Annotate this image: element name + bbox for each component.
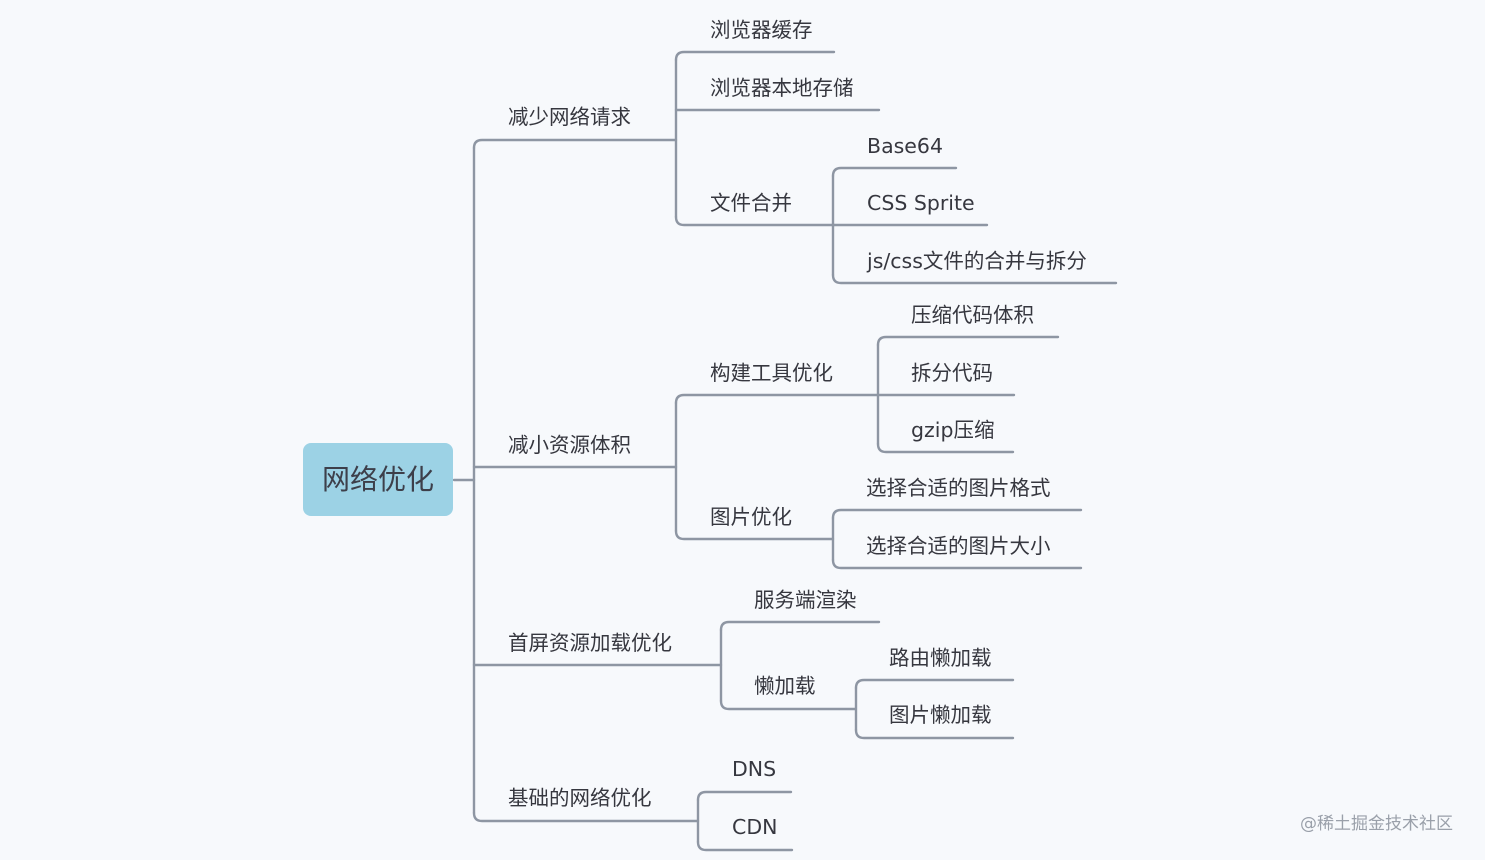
build-tool-child-0: [876, 335, 1060, 347]
node-browser-cache[interactable]: 浏览器缓存: [710, 18, 813, 42]
first-screen-child-0: [719, 620, 881, 632]
node-compress-code[interactable]: 压缩代码体积: [911, 303, 1034, 327]
node-image-size[interactable]: 选择合适的图片大小: [866, 534, 1051, 558]
node-dns[interactable]: DNS: [732, 757, 777, 781]
lazy-load-child-0: [854, 678, 1015, 690]
node-image-lazy[interactable]: 图片懒加载: [889, 703, 992, 727]
first-screen-child-1: [719, 699, 857, 711]
node-local-storage[interactable]: 浏览器本地存储: [710, 76, 854, 100]
image-opt-child-1: [831, 558, 1083, 570]
node-build-tool[interactable]: 构建工具优化: [710, 361, 833, 385]
branch-first-screen[interactable]: 首屏资源加载优化: [508, 631, 672, 655]
lazy-load-child-1: [854, 728, 1015, 740]
node-ssr[interactable]: 服务端渲染: [754, 588, 857, 612]
node-file-merge[interactable]: 文件合并: [710, 191, 792, 215]
node-cdn[interactable]: CDN: [732, 815, 778, 839]
node-split-code[interactable]: 拆分代码: [911, 361, 993, 385]
file-merge-child-2: [831, 273, 1118, 285]
node-image-opt[interactable]: 图片优化: [710, 505, 792, 529]
basic-network-child-1: [696, 840, 794, 852]
reduce-requests-child-0: [674, 50, 836, 62]
node-lazy-load[interactable]: 懒加载: [754, 674, 816, 698]
node-js-css-merge[interactable]: js/css文件的合并与拆分: [867, 249, 1087, 273]
level1-child-3: [472, 811, 700, 823]
branch-basic-network[interactable]: 基础的网络优化: [508, 786, 652, 810]
node-image-format[interactable]: 选择合适的图片格式: [866, 476, 1051, 500]
reduce-requests-child-2: [674, 215, 836, 227]
node-route-lazy[interactable]: 路由懒加载: [889, 646, 992, 670]
node-gzip[interactable]: gzip压缩: [911, 418, 995, 442]
build-tool-child-2: [876, 442, 1015, 454]
node-base64[interactable]: Base64: [867, 134, 944, 158]
root-node[interactable]: 网络优化: [303, 443, 453, 516]
watermark: @稀土掘金技术社区: [1300, 814, 1453, 834]
root-node-label: 网络优化: [321, 462, 434, 496]
level1-child-0: [472, 138, 678, 150]
branch-reduce-size[interactable]: 减小资源体积: [508, 433, 631, 457]
reduce-size-child-1: [674, 529, 835, 541]
image-opt-child-0: [831, 508, 1083, 520]
basic-network-child-0: [696, 790, 793, 802]
file-merge-child-0: [831, 166, 958, 178]
branch-reduce-requests[interactable]: 减少网络请求: [508, 105, 631, 129]
reduce-size-child-0: [674, 393, 880, 405]
node-css-sprite[interactable]: CSS Sprite: [867, 191, 975, 215]
